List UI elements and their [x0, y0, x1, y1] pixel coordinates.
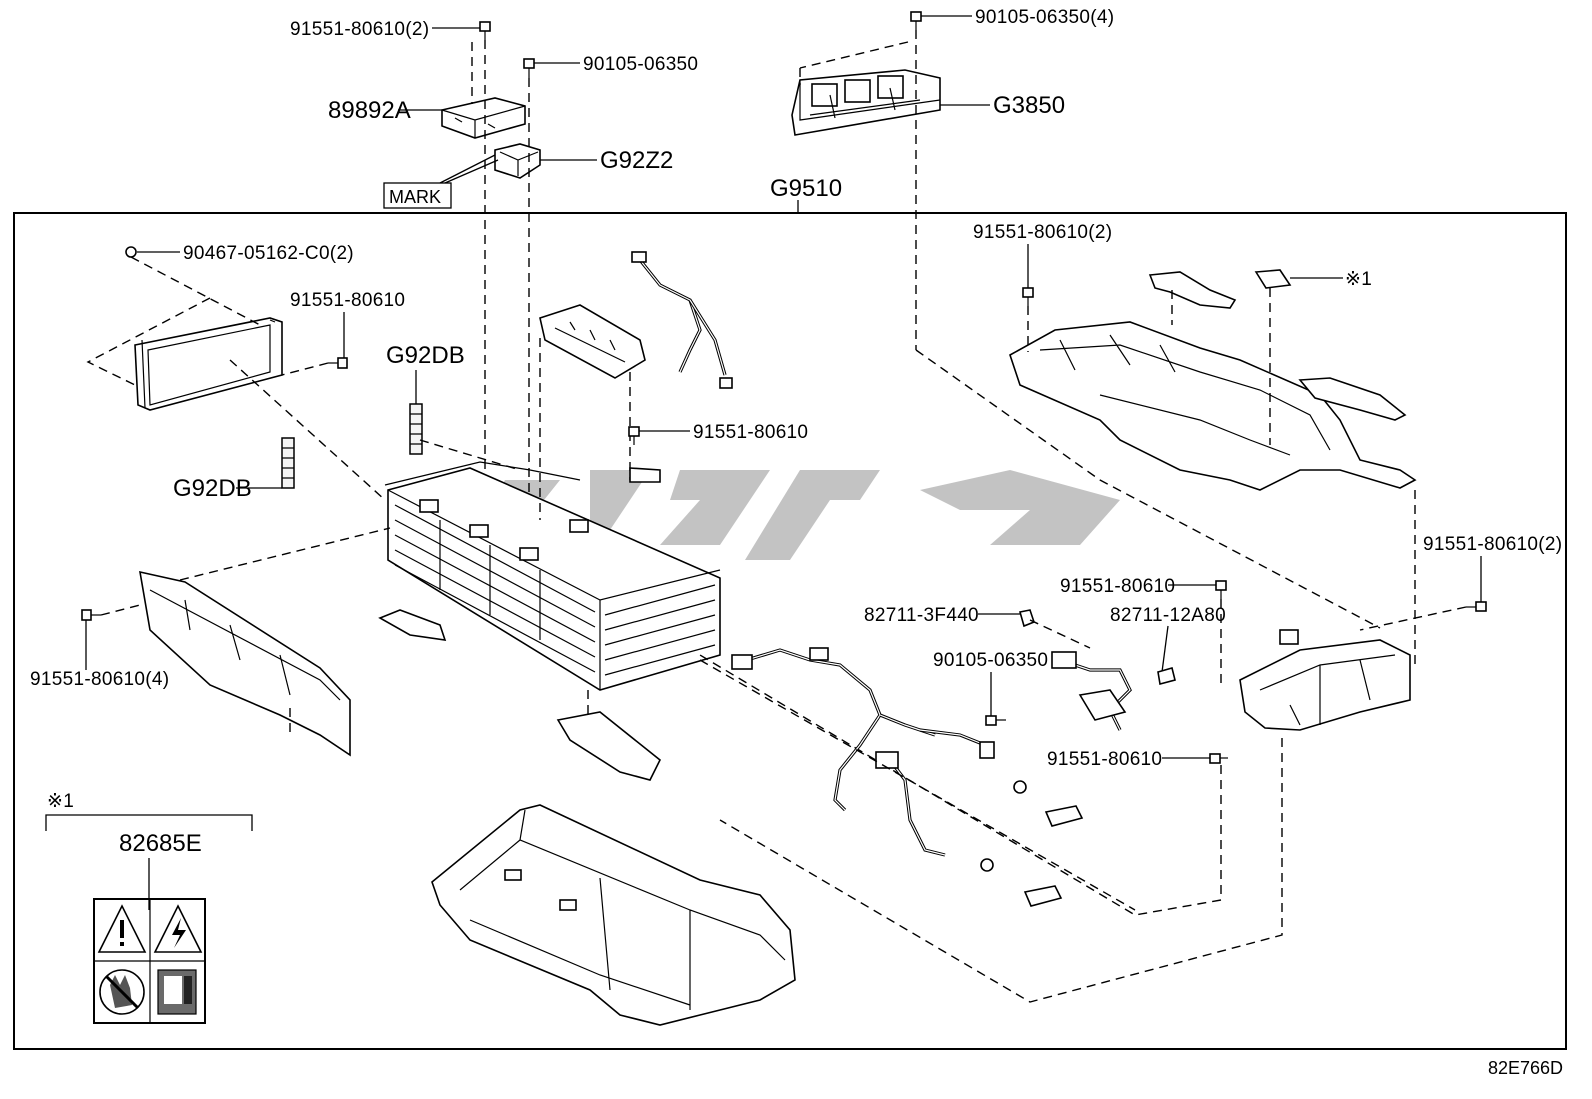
- bracket-g92db-part: [281, 437, 295, 489]
- part-label-90105-06350-4: 90105-06350(4): [975, 7, 1114, 28]
- note-symbol-label: ※1: [1345, 269, 1372, 290]
- bolt-icon: [1022, 287, 1034, 306]
- clip-icon: [1157, 667, 1176, 685]
- diagram-code: 82E766D: [1488, 1058, 1563, 1078]
- part-label-82711-3f440: 82711-3F440: [864, 605, 979, 626]
- part-label-91551-80610-2: 91551-80610(2): [290, 19, 429, 40]
- connector-cover-part: [1023, 885, 1063, 907]
- part-label-90105-06350: 90105-06350: [583, 54, 698, 75]
- inset-part-number: 82685E: [119, 830, 202, 857]
- part-label-g92db-top: G92DB: [386, 342, 465, 369]
- part-label-g3850: G3850: [993, 92, 1065, 119]
- part-label-91551-80610-4: 91551-80610(4): [30, 669, 169, 690]
- lower-bracket-part: [1239, 629, 1411, 731]
- bolt-icon: [479, 21, 491, 40]
- lower-tray-part: [431, 804, 796, 1026]
- bolt-icon: [1215, 580, 1227, 599]
- lower-clip-part: [556, 711, 662, 781]
- part-label-91551-80610-lower: 91551-80610: [1047, 749, 1162, 770]
- bolt-icon: [1466, 601, 1487, 612]
- part-label-91551-80610-right: 91551-80610: [1060, 576, 1175, 597]
- label-sticker-part: [1254, 269, 1292, 289]
- part-label-91551-80610: 91551-80610: [290, 290, 405, 311]
- no-touch-icon: [99, 969, 145, 1015]
- connector-cover-part: [1044, 805, 1084, 827]
- part-label-91551-80610-2-right: 91551-80610(2): [973, 222, 1112, 243]
- cable-part: [919, 728, 995, 759]
- leader-line: [1161, 625, 1169, 673]
- bracket-part: [1148, 271, 1237, 309]
- side-cover-part: [134, 317, 283, 411]
- bracket-g92z2-part: [494, 143, 541, 179]
- nut-icon: [1013, 780, 1027, 794]
- clip-icon: [1018, 609, 1035, 628]
- wire-harness-right: [1051, 651, 1132, 731]
- high-voltage-icon: [153, 904, 203, 953]
- clip-part: [378, 609, 447, 641]
- nut-icon: [980, 858, 994, 872]
- bracket-g92db-part: [409, 403, 423, 455]
- part-label-g92db-left: G92DB: [173, 475, 252, 502]
- part-label-91551-80610-2-side: 91551-80610(2): [1423, 534, 1562, 555]
- wire-harness-center: [731, 647, 936, 812]
- nut-icon: [125, 246, 137, 258]
- upper-cover-part: [1009, 321, 1417, 491]
- bolt-icon: [1209, 753, 1228, 764]
- side-rail-part: [139, 570, 351, 757]
- cable-part: [875, 751, 946, 857]
- inset-symbol: ※1: [47, 791, 74, 812]
- warning-label: [93, 898, 206, 1024]
- bracket-part: [1298, 377, 1407, 421]
- bolt-icon: [628, 426, 640, 445]
- part-label-91551-80610-center: 91551-80610: [693, 422, 808, 443]
- part-label-g92z2: G92Z2: [600, 147, 673, 174]
- mark-box: [383, 182, 452, 209]
- part-label-82711-12a80: 82711-12A80: [1110, 605, 1226, 626]
- manual-icon: [157, 969, 197, 1015]
- battery-stack-part: [384, 461, 721, 691]
- assembly-frame: [13, 212, 1567, 1050]
- bolt-icon: [523, 58, 535, 78]
- wire-harness-top: [631, 251, 733, 389]
- relay-block-g3850-part: [791, 69, 941, 136]
- part-label-90105-06350-right: 90105-06350: [933, 650, 1048, 671]
- busbar-bracket-part: [539, 304, 646, 379]
- part-label-90467-05162-c0-2: 90467-05162-C0(2): [183, 243, 354, 264]
- mark-label: MARK: [389, 187, 441, 207]
- main-assembly-label: G9510: [770, 175, 842, 202]
- bolt-icon: [81, 609, 101, 621]
- bolt-icon: [985, 715, 1006, 726]
- warning-triangle-icon: [97, 904, 147, 953]
- bolt-icon: [328, 357, 348, 369]
- bolt-icon: [910, 11, 922, 30]
- inset-bracket: [45, 814, 253, 831]
- part-label-89892a: 89892A: [328, 97, 411, 124]
- ecu-89892a-part: [441, 97, 526, 139]
